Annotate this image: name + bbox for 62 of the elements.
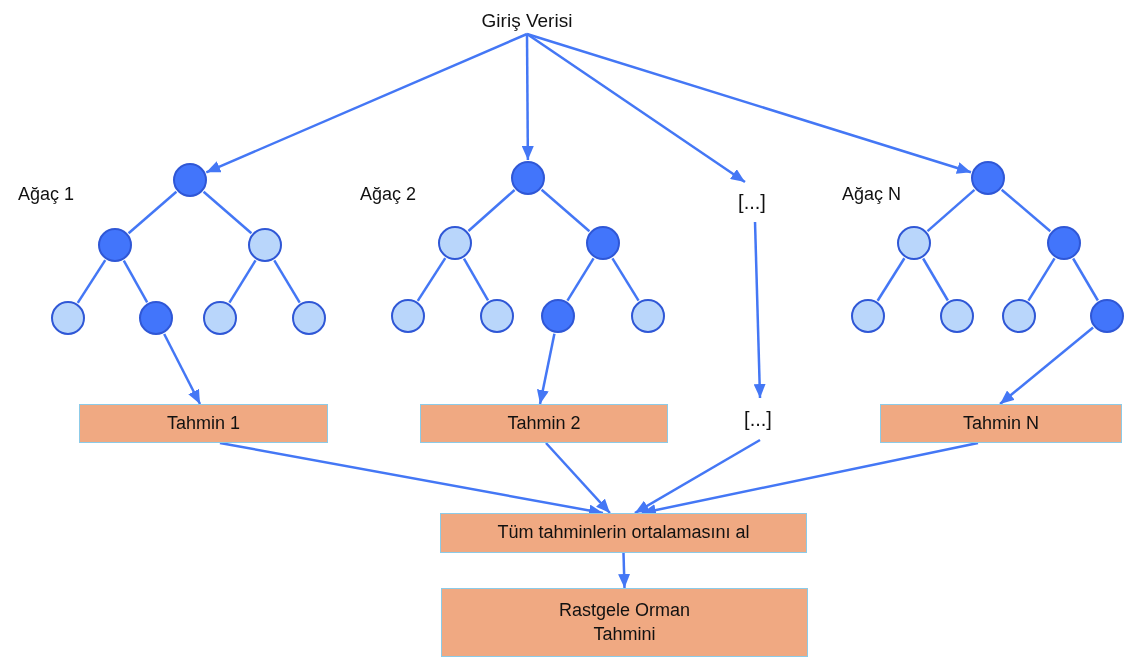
tree-branch-line [122, 260, 149, 303]
tree-node-circle [541, 299, 575, 333]
tree-label: Ağaç N [842, 184, 902, 205]
arrow [753, 221, 766, 399]
tree-branch-line [228, 259, 257, 304]
arrow [634, 438, 761, 515]
tree-node-circle [1002, 299, 1036, 333]
tree-node-circle [1047, 226, 1081, 260]
tree-node-circle [586, 226, 620, 260]
tree-branch-line [922, 257, 949, 302]
tree-label: Ağaç 1 [18, 184, 75, 205]
tree-node-circle [940, 299, 974, 333]
tree-node-circle [480, 299, 514, 333]
process-box: Tüm tahminlerin ortalamasını al [440, 513, 807, 553]
tree-branch-line [76, 259, 107, 304]
arrow [521, 34, 534, 160]
process-box: Tahmin N [880, 404, 1122, 443]
tree-branch-line [540, 188, 591, 233]
tree-branch-line [202, 190, 253, 235]
tree-node-circle [631, 299, 665, 333]
process-box: Tahmin 1 [79, 404, 328, 443]
process-box: Tahmin 2 [420, 404, 668, 443]
tree-node-circle [391, 299, 425, 333]
arrow [526, 32, 972, 174]
tree-branch-line [1027, 257, 1056, 302]
arrow [526, 32, 746, 184]
process-box: Rastgele Orman Tahmini [441, 588, 808, 657]
tree-label: Ağaç 2 [360, 184, 417, 205]
tree-node-circle [248, 228, 282, 262]
tree-node-circle [1090, 299, 1124, 333]
text-label: [...] [726, 182, 778, 222]
tree-node-circle [511, 161, 545, 195]
arrow [536, 333, 556, 405]
text-label: [...] [730, 398, 786, 440]
tree-branch-line [127, 190, 178, 235]
arrow [999, 326, 1094, 405]
arrow [205, 32, 528, 174]
arrow [641, 441, 979, 516]
tree-branch-line [926, 188, 976, 233]
tree-branch-line [1000, 188, 1052, 233]
tree-branch-line [566, 257, 595, 302]
tree-node-circle [173, 163, 207, 197]
tree-node-circle [203, 301, 237, 335]
tree-branch-line [462, 257, 490, 302]
tree-branch-line [611, 257, 640, 302]
tree-node-circle [292, 301, 326, 335]
arrow [163, 333, 202, 405]
tree-branch-line [467, 189, 516, 232]
arrow [545, 442, 611, 514]
tree-node-circle [139, 301, 173, 335]
tree-node-circle [98, 228, 132, 262]
tree-node-circle [897, 226, 931, 260]
tree-node-circle [51, 301, 85, 335]
tree-branch-line [416, 257, 447, 302]
tree-node-circle [851, 299, 885, 333]
tree-node-circle [438, 226, 472, 260]
text-label: Giriş Verisi [472, 8, 582, 34]
tree-branch-line [1072, 257, 1099, 302]
arrow [618, 552, 631, 589]
tree-node-circle [971, 161, 1005, 195]
tree-branch-line [876, 257, 906, 302]
tree-branch-line [273, 259, 301, 304]
